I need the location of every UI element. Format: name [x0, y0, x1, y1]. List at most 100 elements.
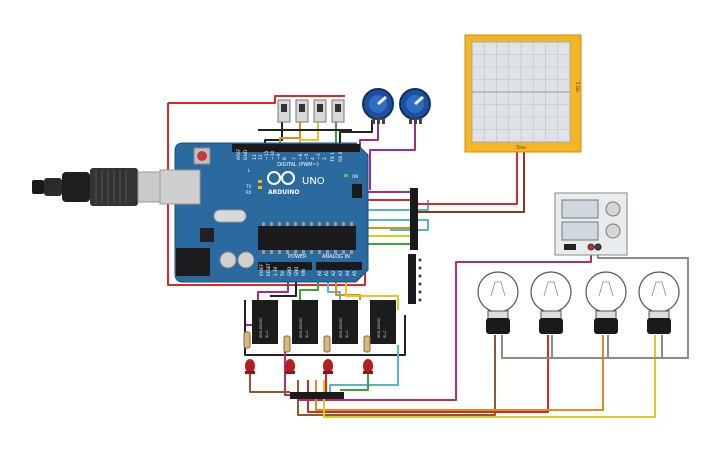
- led-icon[interactable]: [323, 359, 333, 374]
- svg-text:~10: ~10: [270, 150, 276, 160]
- oscilloscope-time-label: Time: [515, 145, 526, 150]
- svg-text:SL-C: SL-C: [265, 330, 269, 338]
- wire-a3[interactable]: [345, 270, 399, 310]
- wire-bundle-orange[interactable]: [315, 335, 604, 411]
- microcontroller-chip: [258, 226, 356, 250]
- resistors: [243, 331, 371, 353]
- svg-text:GND: GND: [294, 267, 299, 276]
- resistor[interactable]: [243, 331, 251, 349]
- relay-icon[interactable]: SRD-05VDC SL-C: [332, 300, 358, 344]
- usb-cable-icon[interactable]: [32, 168, 163, 206]
- svg-text:SRD-05VDC: SRD-05VDC: [299, 317, 303, 338]
- svg-text:SRD-05VDC: SRD-05VDC: [339, 317, 343, 338]
- digital-label: DIGITAL (PWM~): [277, 162, 319, 168]
- led-icon[interactable]: [363, 359, 373, 374]
- power-supply-icon[interactable]: [554, 192, 628, 256]
- analog-pin-labels: A0 A1 A2 A3 A4 A5: [317, 270, 357, 276]
- potentiometer-icon[interactable]: [362, 88, 394, 124]
- wire-scope-black[interactable]: [412, 152, 525, 213]
- svg-text:GND: GND: [287, 267, 292, 276]
- wire-bundle-yellow[interactable]: [323, 335, 656, 418]
- slide-switch-icon[interactable]: [313, 99, 327, 123]
- svg-text:RESET: RESET: [266, 263, 271, 276]
- svg-text:7: 7: [292, 157, 298, 160]
- svg-text:SL-C: SL-C: [305, 330, 309, 338]
- power-label: POWER: [288, 254, 307, 260]
- header-strip-icon[interactable]: [408, 254, 422, 304]
- svg-text:SRD-05VDC: SRD-05VDC: [259, 317, 263, 338]
- wire-pot2[interactable]: [369, 118, 416, 190]
- slide-switch-icon[interactable]: [331, 99, 345, 123]
- relay-icon[interactable]: SRD-05VDC SL-C: [252, 300, 278, 344]
- relays: SRD-05VDC SL-C SRD-05VDC SL-C SRD-05VDC …: [252, 300, 396, 344]
- svg-text:A2: A2: [331, 270, 336, 276]
- wire-red-top[interactable]: [168, 95, 345, 104]
- on-label: ON: [352, 174, 358, 179]
- rx-label: RX: [246, 190, 252, 195]
- resistor[interactable]: [363, 335, 371, 353]
- led-icon[interactable]: [285, 359, 295, 374]
- digital-header[interactable]: [232, 144, 360, 152]
- svg-text:~9: ~9: [276, 153, 282, 160]
- l-label: L: [248, 168, 251, 173]
- svg-text:A5: A5: [352, 270, 357, 276]
- svg-text:VIN: VIN: [301, 269, 306, 276]
- digital-pin-labels: AREF GND 13 12 ~11 ~10 ~9 8 7 ~6 ~5 4 ~3…: [236, 148, 344, 163]
- svg-text:RX 0: RX 0: [338, 151, 344, 162]
- resistor[interactable]: [323, 335, 331, 353]
- relay-icon[interactable]: SRD-05VDC SL-C: [370, 300, 396, 344]
- slide-switch-icon[interactable]: [295, 99, 309, 123]
- svg-text:A4: A4: [345, 270, 350, 276]
- wire-relay-teal[interactable]: [329, 345, 399, 395]
- arduino-uno-board[interactable]: DIGITAL (PWM~) AREF GND 13 12 ~11 ~10 ~9…: [159, 142, 369, 283]
- oscilloscope-side-label: 5 Div: [575, 82, 580, 93]
- wire-right-teal2[interactable]: [368, 219, 429, 231]
- tx-label: TX: [245, 184, 251, 189]
- relay-icon[interactable]: SRD-05VDC SL-C: [292, 300, 318, 344]
- light-bulb-icon[interactable]: [585, 271, 627, 334]
- header-strip-icon[interactable]: [290, 392, 344, 399]
- svg-text:A3: A3: [338, 270, 343, 276]
- svg-text:~6: ~6: [298, 153, 304, 160]
- svg-text:SRD-05VDC: SRD-05VDC: [377, 317, 381, 338]
- light-bulb-icon[interactable]: [477, 271, 519, 334]
- svg-text:2: 2: [322, 157, 328, 160]
- arduino-logo-text: ARDUINO: [268, 189, 299, 196]
- wire-led4[interactable]: [340, 372, 369, 391]
- svg-text:~5: ~5: [304, 153, 310, 160]
- svg-text:A0: A0: [317, 270, 322, 276]
- slide-switch-icon[interactable]: [277, 99, 291, 123]
- arduino-infinity-logo-icon: [267, 171, 295, 185]
- svg-text:GND: GND: [243, 149, 249, 160]
- slide-switches: [277, 99, 345, 123]
- svg-text:AREF: AREF: [236, 148, 242, 160]
- svg-text:3.3V: 3.3V: [273, 267, 278, 276]
- header-strip-icon[interactable]: [410, 188, 418, 250]
- wire-lamp-gray[interactable]: [501, 248, 689, 359]
- light-bulb-icon[interactable]: [638, 271, 680, 334]
- analog-header[interactable]: [316, 262, 362, 270]
- leds: [245, 359, 373, 374]
- wire-scope-red[interactable]: [412, 152, 518, 205]
- light-bulbs: [477, 271, 680, 334]
- board-model: UNO: [302, 176, 325, 187]
- svg-text:~3: ~3: [316, 153, 322, 160]
- led-icon[interactable]: [245, 359, 255, 374]
- svg-text:12: 12: [258, 154, 264, 160]
- svg-text:TX 1: TX 1: [330, 152, 336, 163]
- resistor[interactable]: [283, 335, 291, 353]
- svg-text:4: 4: [310, 157, 316, 160]
- svg-text:A1: A1: [324, 270, 329, 276]
- svg-text:SL-C: SL-C: [345, 330, 349, 338]
- power-pin-labels: IOREF RESET 3.3V 5V GND GND VIN: [259, 263, 306, 276]
- svg-text:13: 13: [252, 154, 258, 160]
- svg-text:8: 8: [282, 157, 288, 160]
- oscilloscope[interactable]: 5 Div Time: [464, 34, 582, 153]
- svg-text:IOREF: IOREF: [259, 263, 264, 276]
- wire-bundle-magenta[interactable]: [284, 248, 592, 401]
- potentiometer-icon[interactable]: [399, 88, 431, 124]
- wire-relay-bus-black[interactable]: [244, 300, 406, 356]
- light-bulb-icon[interactable]: [530, 271, 572, 334]
- power-header[interactable]: [258, 262, 312, 270]
